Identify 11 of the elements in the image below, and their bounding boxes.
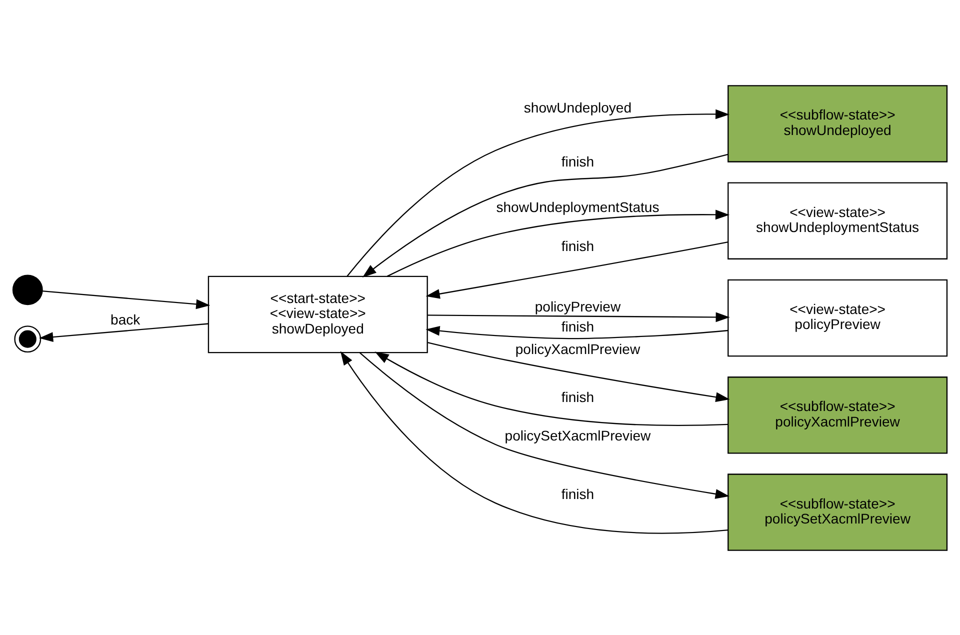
edge-label: finish (561, 485, 594, 502)
edge-label: showUndeployed (524, 99, 632, 116)
edge-label: back (110, 311, 140, 328)
edge-label: showUndeploymentStatus (496, 198, 660, 215)
edge-label: finish (561, 237, 594, 254)
edge-label: policySetXacmlPreview (504, 426, 651, 443)
edge-label: finish (561, 153, 594, 170)
edge-label: finish (561, 318, 594, 334)
edge-label: finish (561, 388, 594, 404)
edge-label: policyXacmlPreview (515, 340, 640, 356)
edge-label: policyPreview (534, 298, 621, 314)
